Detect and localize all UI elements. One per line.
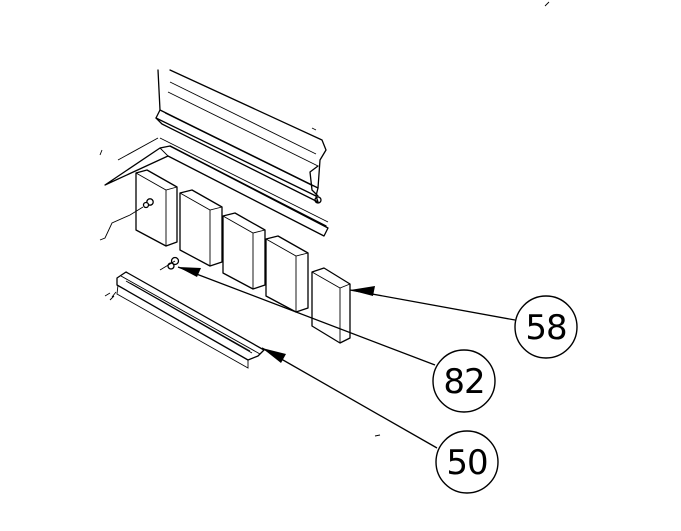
block-1 [135, 169, 178, 247]
block-3 [222, 212, 266, 290]
stray-mark [544, 1, 550, 7]
callout-58[interactable]: 58 [514, 295, 578, 359]
callout-label-58: 58 [525, 308, 566, 348]
callout-label-50: 50 [446, 443, 487, 483]
leader-82 [177, 266, 436, 366]
callout-label-82: 82 [443, 362, 484, 402]
fastener-82 [159, 256, 180, 271]
front-rail [104, 271, 265, 369]
block-5 [311, 267, 351, 344]
stray-mark [311, 127, 317, 131]
leader-58 [349, 286, 516, 321]
callout-82[interactable]: 82 [432, 349, 496, 413]
stray-mark [374, 434, 381, 437]
callout-50[interactable]: 50 [435, 430, 499, 494]
top-channel-rail [155, 69, 327, 204]
leader-50 [261, 347, 438, 449]
block-4 [265, 235, 309, 313]
fastener-upper [99, 198, 154, 241]
block-2 [179, 189, 223, 267]
base-tray [99, 137, 329, 237]
